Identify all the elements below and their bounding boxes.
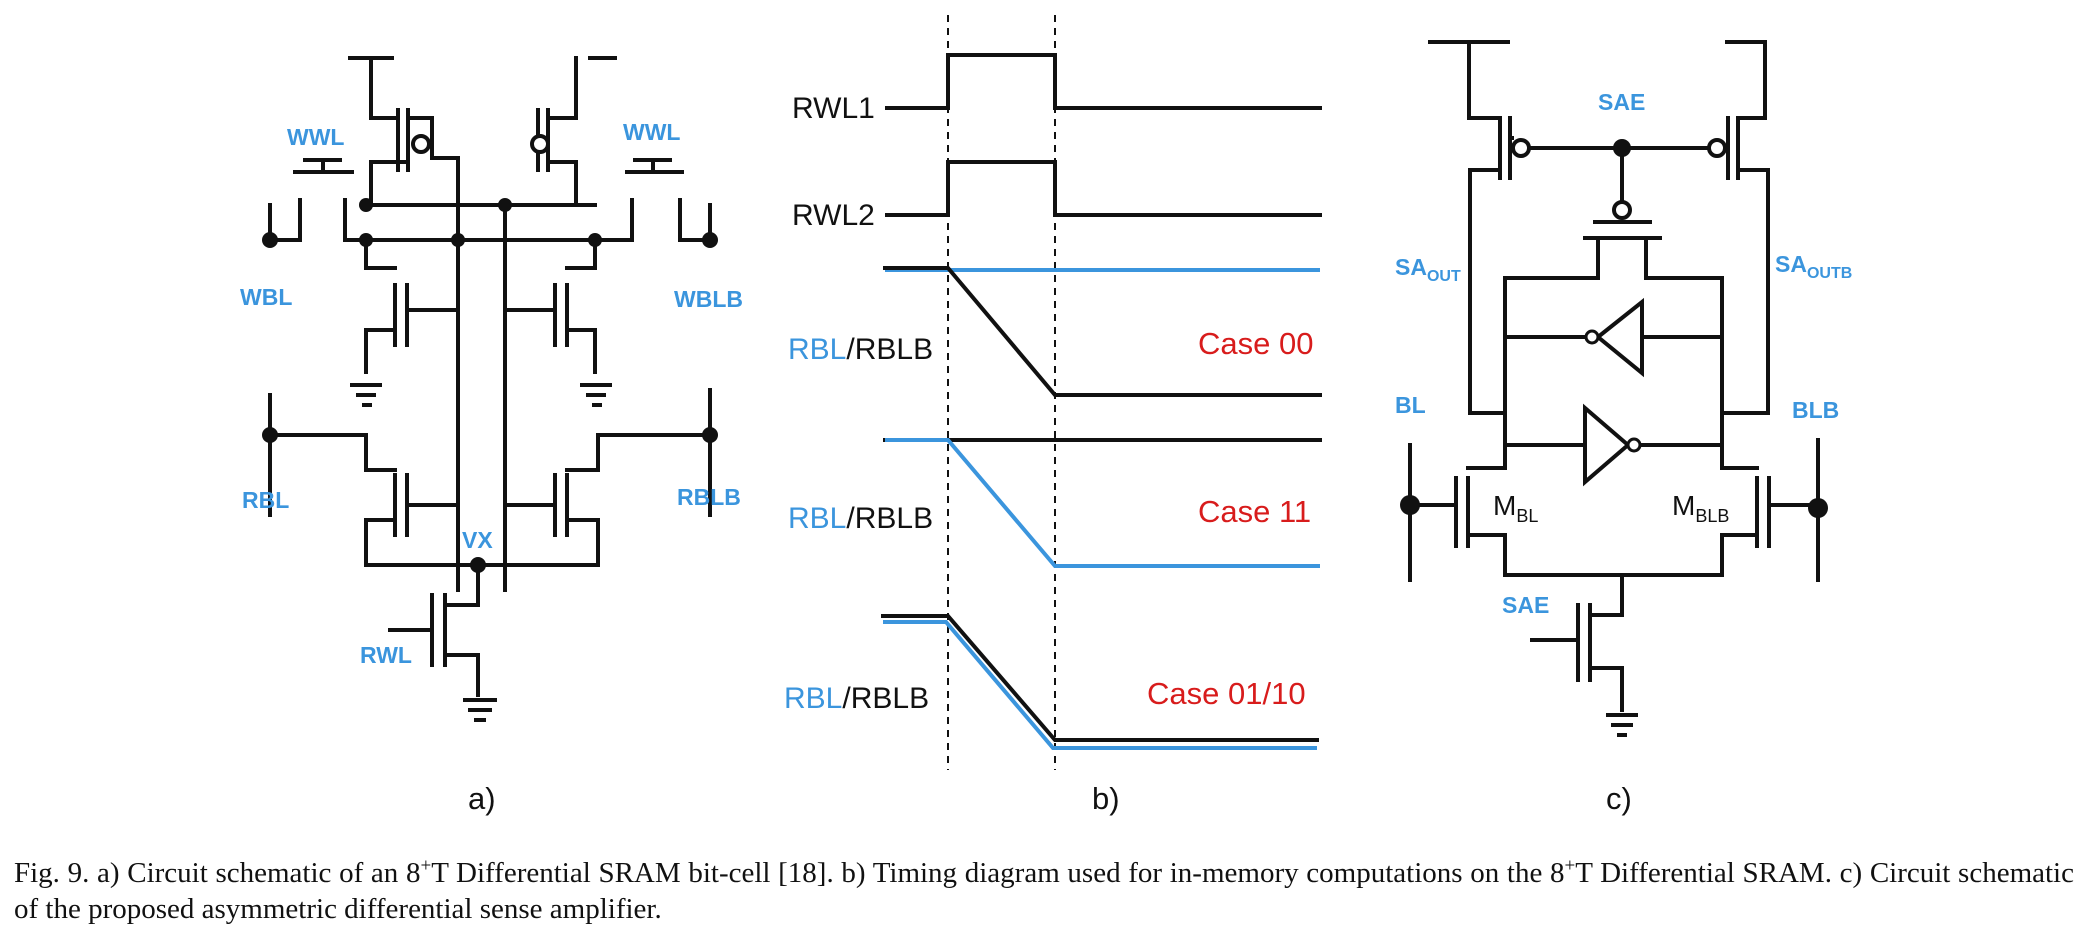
mbl-label: MBL bbox=[1493, 490, 1538, 526]
rbl-label: RBL bbox=[242, 487, 289, 513]
rbl-case11-waveform bbox=[885, 438, 1320, 568]
saoutb-label: SAOUTB bbox=[1775, 251, 1852, 282]
figure-9: WWL WWL WBL WBLB RBL RBLB VX RWL a) RWL1… bbox=[240, 15, 1852, 816]
mblb-label: MBLB bbox=[1672, 490, 1729, 526]
bl-label: BL bbox=[1395, 392, 1426, 418]
figure-caption: Fig. 9. a) Circuit schematic of an 8+T D… bbox=[14, 855, 2074, 925]
panel-c-label: c) bbox=[1606, 781, 1632, 816]
wblb-label: WBLB bbox=[674, 286, 743, 312]
wwl-left-label: WWL bbox=[287, 124, 344, 150]
panel-b-label: b) bbox=[1092, 781, 1120, 816]
saout-label: SAOUT bbox=[1395, 254, 1461, 285]
rbl-case0110-waveform bbox=[883, 620, 1317, 750]
rwl1-label: RWL1 bbox=[792, 92, 875, 125]
signal-label-case11: RBL/RBLB bbox=[788, 502, 933, 535]
vx-label: VX bbox=[462, 527, 493, 553]
panel-a-label: a) bbox=[468, 781, 496, 816]
panel-c-schematic: SAE SAE SAOUT SAOUTB BL BLB MBL MBLB c) bbox=[1395, 40, 1852, 816]
wbl-label: WBL bbox=[240, 284, 292, 310]
blb-label: BLB bbox=[1792, 397, 1839, 423]
panel-a-schematic: WWL WWL WBL WBLB RBL RBLB VX RWL a) bbox=[240, 56, 743, 816]
signal-label-case00: RBL/RBLB bbox=[788, 333, 933, 366]
wwl-right-label: WWL bbox=[623, 119, 680, 145]
rblb-case0110-waveform bbox=[881, 614, 1319, 742]
signal-label-case0110: RBL/RBLB bbox=[784, 682, 929, 715]
sae-bottom-label: SAE bbox=[1502, 592, 1549, 618]
rwl1-waveform bbox=[885, 53, 1322, 110]
panel-b-timing: RWL1 RWL2 RBL/RBLB RBL/RBLB RBL/RBLB Cas… bbox=[784, 15, 1322, 816]
rblb-label: RBLB bbox=[677, 484, 741, 510]
case-11-label: Case 11 bbox=[1198, 494, 1311, 529]
rblb-case00-waveform bbox=[883, 266, 1322, 397]
rwl-label: RWL bbox=[360, 642, 412, 668]
sae-top-label: SAE bbox=[1598, 89, 1645, 115]
rwl2-waveform bbox=[885, 160, 1322, 217]
case-00-label: Case 00 bbox=[1198, 326, 1313, 361]
case-0110-label: Case 01/10 bbox=[1147, 676, 1306, 711]
rwl2-label: RWL2 bbox=[792, 199, 875, 232]
